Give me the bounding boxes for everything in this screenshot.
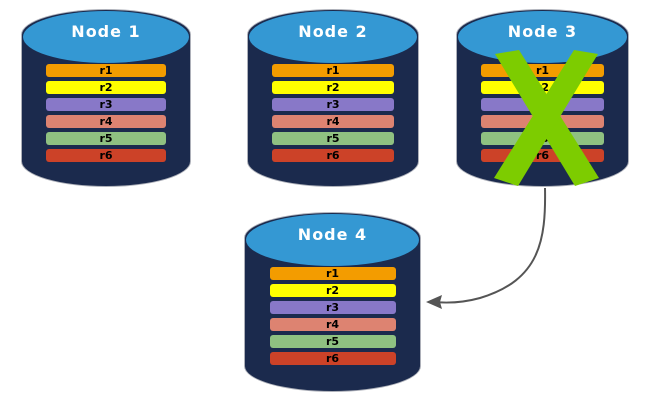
node-1-rows: r1 r2 r3 r4 r5 r6 — [45, 64, 167, 162]
node-2-row-r3[interactable]: r3 — [271, 98, 395, 111]
node-4-cylinder-top — [246, 214, 419, 266]
node-2-row-r5[interactable]: r5 — [271, 132, 395, 145]
node-3-row-r1[interactable]: r1 — [480, 64, 605, 77]
node-2-row-r6[interactable]: r6 — [271, 149, 395, 162]
node-1-cylinder-top — [23, 11, 189, 63]
node-3-cylinder-top — [458, 11, 627, 63]
node-2-rows: r1 r2 r3 r4 r5 r6 — [271, 64, 395, 162]
node-1-row-r1[interactable]: r1 — [45, 64, 167, 77]
node-3-row-r6[interactable]: r6 — [480, 149, 605, 162]
node-4-rows: r1 r2 r3 r4 r5 r6 — [269, 267, 396, 365]
node-4[interactable]: Node 4 r1 r2 r3 r4 r5 r6 — [245, 213, 420, 391]
node-2-row-r1[interactable]: r1 — [271, 64, 395, 77]
node-3[interactable]: Node 3 r1 r2 r3 r4 r5 r6 — [457, 10, 628, 186]
node-1-row-r2[interactable]: r2 — [45, 81, 167, 94]
node-2-cylinder-top — [249, 11, 417, 63]
node-2[interactable]: Node 2 r1 r2 r3 r4 r5 r6 — [248, 10, 418, 186]
node-4-row-r2[interactable]: r2 — [269, 284, 396, 297]
node-4-row-r3[interactable]: r3 — [269, 301, 396, 314]
node-1-row-r6[interactable]: r6 — [45, 149, 167, 162]
node-3-row-r5[interactable]: r5 — [480, 132, 605, 145]
node-3-rows: r1 r2 r3 r4 r5 r6 — [480, 64, 605, 162]
node-4-row-r4[interactable]: r4 — [269, 318, 396, 331]
node-2-row-r4[interactable]: r4 — [271, 115, 395, 128]
arrow-head-icon — [426, 295, 442, 309]
node-1-row-r4[interactable]: r4 — [45, 115, 167, 128]
arrow-curve — [433, 187, 547, 304]
node-1-row-r5[interactable]: r5 — [45, 132, 167, 145]
node-3-row-r4[interactable]: r4 — [480, 115, 605, 128]
node-4-row-r5[interactable]: r5 — [269, 335, 396, 348]
node-4-row-r1[interactable]: r1 — [269, 267, 396, 280]
node-2-row-r2[interactable]: r2 — [271, 81, 395, 94]
node-1[interactable]: Node 1 r1 r2 r3 r4 r5 r6 — [22, 10, 190, 186]
node-3-row-r2[interactable]: r2 — [480, 81, 605, 94]
node-1-row-r3[interactable]: r3 — [45, 98, 167, 111]
node-4-row-r6[interactable]: r6 — [269, 352, 396, 365]
node-3-row-r3[interactable]: r3 — [480, 98, 605, 111]
